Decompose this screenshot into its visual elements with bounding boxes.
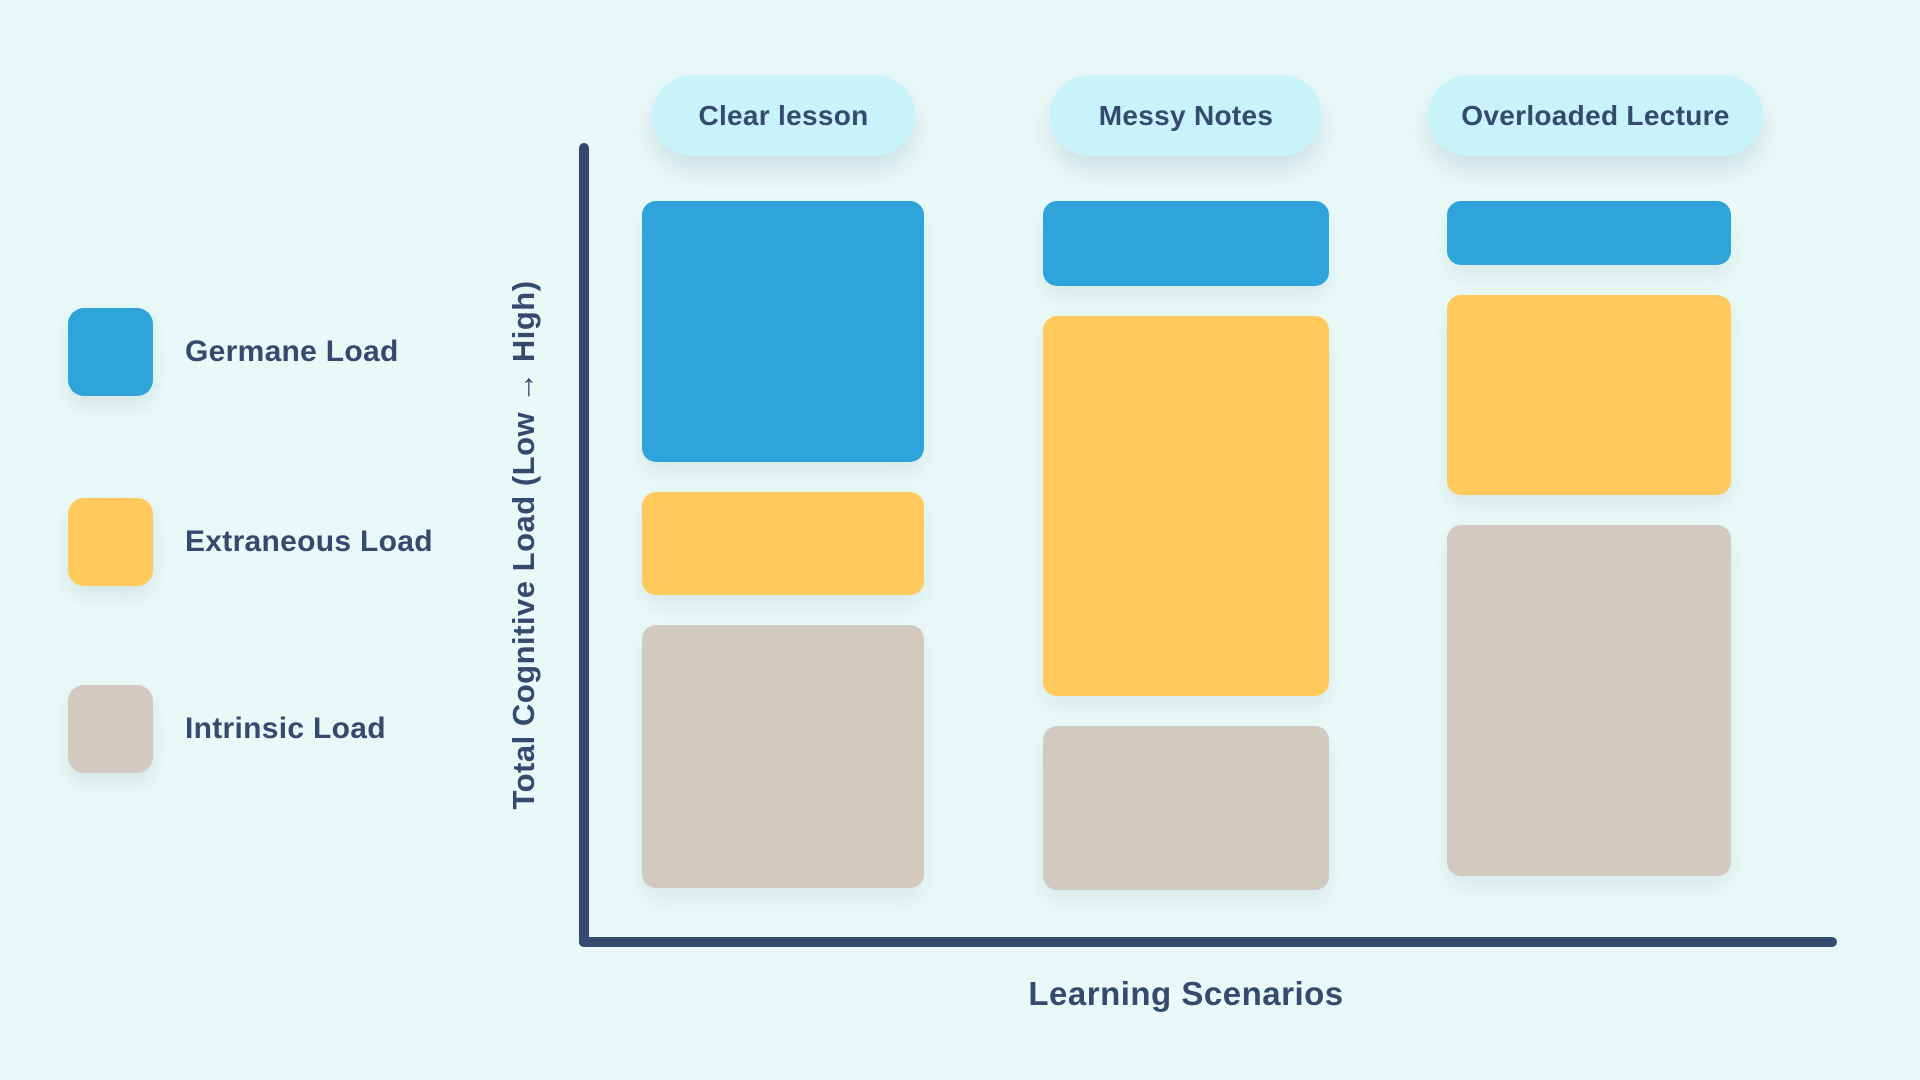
bar-segment-germane-load	[642, 201, 924, 462]
bar-segment-extraneous-load	[1447, 295, 1731, 495]
x-axis-line	[579, 937, 1837, 947]
bar-segment-germane-load	[1447, 201, 1731, 265]
bar-segment-extraneous-load	[1043, 316, 1329, 696]
legend-label-intrinsic: Intrinsic Load	[185, 712, 386, 745]
bar-segment-germane-load	[1043, 201, 1329, 286]
legend-item-intrinsic: Intrinsic Load	[68, 685, 386, 773]
legend-label-germane: Germane Load	[185, 335, 399, 368]
bar-segment-extraneous-load	[642, 492, 924, 595]
legend-label-extraneous: Extraneous Load	[185, 525, 433, 558]
bar-column-overloaded-lecture	[1447, 201, 1731, 876]
bar-segment-intrinsic-load	[642, 625, 924, 888]
category-pill-messy-notes: Messy Notes	[1050, 75, 1322, 156]
legend-swatch-extraneous	[68, 498, 153, 586]
bar-segment-intrinsic-load	[1043, 726, 1329, 890]
legend-swatch-intrinsic	[68, 685, 153, 773]
y-axis-label: Total Cognitive Load (Low → High)	[506, 280, 541, 810]
legend-item-extraneous: Extraneous Load	[68, 498, 433, 586]
category-pill-clear-lesson: Clear lesson	[652, 75, 915, 156]
y-axis-line	[579, 143, 589, 947]
bar-segment-intrinsic-load	[1447, 525, 1731, 876]
category-pill-overloaded-lecture: Overloaded Lecture	[1428, 75, 1763, 156]
bar-column-messy-notes	[1043, 201, 1329, 890]
legend-swatch-germane	[68, 308, 153, 396]
legend-item-germane: Germane Load	[68, 308, 399, 396]
bar-column-clear-lesson	[642, 201, 924, 888]
x-axis-label: Learning Scenarios	[1028, 975, 1344, 1012]
